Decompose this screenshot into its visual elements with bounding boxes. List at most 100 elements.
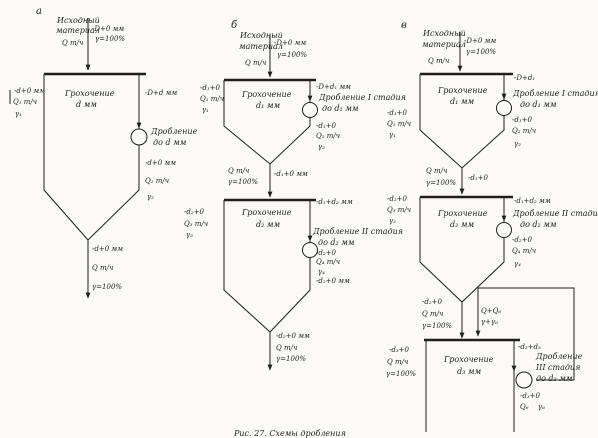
crushed2-size2: -d₂+0 мм	[316, 277, 350, 285]
undersize1-size: -d₁+0	[200, 84, 221, 92]
undersize-size: -d+0 мм	[14, 87, 45, 95]
feed-size: -D+0 мм	[92, 25, 124, 33]
feed-flow: Q т/ч	[428, 57, 449, 65]
crushed-flow: Q₂ т/ч	[145, 177, 169, 185]
feed-yield: γ=100%	[95, 35, 125, 43]
undersize2-yield: γ₃	[186, 231, 193, 239]
panel-letter-a: а	[36, 6, 42, 17]
feed-label-1: Исходный	[239, 31, 283, 40]
screen2-size: d₂ мм	[256, 220, 281, 229]
undersize-flow: Q₁ т/ч	[13, 98, 37, 106]
mid-size: -d₁+0 мм	[274, 170, 308, 178]
product-size: -d₃+0	[389, 346, 410, 354]
undersize2-yield: γ₃	[389, 217, 396, 225]
oversize-label: -D+d мм	[145, 89, 177, 97]
crushed1-flow: Q₂ т/ч	[512, 127, 536, 135]
crusher2-icon	[496, 222, 512, 238]
crushed1-size: -d₁+0	[512, 116, 533, 124]
crusher1-name: Дробление I стадия	[318, 93, 406, 102]
crushed3-size: -d₃+0	[520, 392, 541, 400]
product-flow: Q т/ч	[92, 264, 113, 272]
crusher3-name1: Дробление	[535, 352, 583, 361]
undersize2-size: -d₂+0	[184, 208, 205, 216]
crusher-icon	[130, 128, 148, 146]
feed-label-1: Исходный	[56, 16, 100, 25]
crushed-size: -d+0 мм	[145, 159, 176, 167]
crushed2-size: -d₂+0	[512, 236, 533, 244]
crusher-name: Дробление	[150, 127, 198, 136]
undersize1-flow: Q₁ т/ч	[200, 95, 224, 103]
flowsheet-b: б Исходный материал Q т/ч -D+0 мм γ=100%…	[184, 20, 406, 371]
feed-flow: Q т/ч	[245, 59, 266, 67]
oversize1-label: -D+d₁ мм	[316, 83, 351, 91]
screen1-name: Грохочение	[437, 86, 488, 95]
undersize1-yield: γ₁	[202, 106, 209, 114]
mid2-yield: γ=100%	[422, 322, 452, 330]
screen3-size: d₃ мм	[457, 367, 482, 376]
crusher-size: до d мм	[153, 138, 187, 147]
panel-letter-b: б	[231, 20, 238, 31]
screen1-size: d₁ мм	[256, 101, 281, 110]
oversize2-label: -d₁+d₂ мм	[514, 197, 551, 205]
oversize1-label: -D+d₁	[514, 74, 535, 82]
mid-flow: Q т/ч	[228, 167, 249, 175]
screen3-name: Грохочение	[443, 355, 494, 364]
product-yield: γ=100%	[386, 370, 416, 378]
crushed1-size: -d₁+0	[316, 122, 337, 130]
feed-flow: Q т/ч	[62, 39, 83, 47]
crusher2-size: до d₂ мм	[520, 220, 557, 229]
recycle-flow: Q+Q₆	[481, 307, 501, 315]
feed-label-2: материал	[56, 26, 100, 35]
crushed1-flow: Q₂ т/ч	[316, 132, 340, 140]
mid-size: -d₁+0	[468, 174, 489, 182]
mid2-flow: Q т/ч	[422, 310, 443, 318]
crusher3-icon	[515, 371, 533, 389]
product-size: -d+0 мм	[92, 245, 123, 253]
feed-yield: γ=100%	[277, 51, 307, 59]
feed-label-1: Исходный	[422, 29, 466, 38]
crusher3-size: до d₃ мм	[536, 374, 573, 383]
crushed3-yield: γ₆	[538, 403, 545, 411]
product-flow: Q т/ч	[276, 344, 297, 352]
crusher2-name: Дробление II стадия	[512, 209, 598, 218]
screen3-walls	[425, 340, 515, 432]
feed-yield: γ=100%	[466, 48, 496, 56]
crusher3-name2: III стадия	[535, 363, 580, 372]
figure-caption: Рис. 27. Схемы дробления	[233, 429, 346, 438]
mid-flow: Q т/ч	[426, 167, 447, 175]
screen1-name: Грохочение	[241, 90, 292, 99]
product-yield: γ=100%	[92, 283, 122, 291]
oversize2-label: -d₁+d₂ мм	[316, 198, 353, 206]
crusher2-name: Дробление II стадия	[312, 227, 403, 236]
screen-name: Грохочение	[64, 89, 115, 98]
screen1-size: d₁ мм	[450, 97, 475, 106]
recycle-line	[475, 287, 575, 381]
panel-letter-c: в	[401, 20, 407, 31]
oversize3-label: -d₂+d₃	[518, 343, 541, 351]
crushed2-flow: Q₄ т/ч	[316, 258, 340, 266]
mid-yield: γ=100%	[426, 179, 456, 187]
feed-label-2: материал	[239, 42, 283, 51]
crusher1-size: до d₁ мм	[520, 100, 557, 109]
mid-yield: γ=100%	[228, 178, 258, 186]
screen2-name: Грохочение	[241, 208, 292, 217]
undersize-yield: γ₁	[15, 110, 22, 118]
flowsheet-c: в Исходный материал Q т/ч -D+0 мм γ=100%…	[386, 20, 598, 432]
product-yield: γ=100%	[276, 355, 306, 363]
flowsheet-a: а Исходный материал Q т/ч -D+0 мм γ=100%…	[9, 6, 198, 299]
crusher1-name: Дробление I стадия	[512, 89, 598, 98]
undersize1-size: -d₁+0	[387, 109, 408, 117]
crushed2-flow: Q₄ т/ч	[512, 247, 536, 255]
crushed2-size: -d₂+0	[316, 249, 337, 257]
screen-size: d мм	[76, 100, 97, 109]
crusher2-icon	[302, 242, 318, 258]
product-size: -d₂+0 мм	[276, 332, 310, 340]
undersize2-size: -d₂+0	[387, 195, 408, 203]
crusher1-icon	[496, 100, 512, 116]
screen2-name: Грохочение	[437, 209, 488, 218]
crushed1-yield: γ₂	[318, 143, 325, 151]
crusher2-size: до d₂ мм	[318, 238, 355, 247]
crushed2-yield: γ₄	[514, 260, 521, 268]
feed-label-2: материал	[422, 40, 466, 49]
